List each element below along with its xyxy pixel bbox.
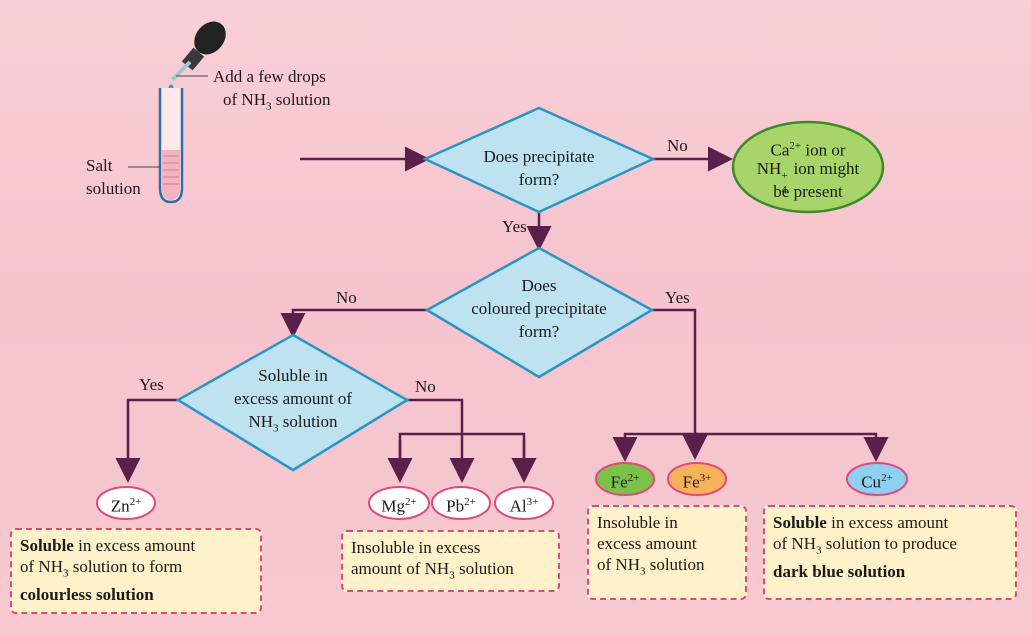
decision3-no-label: No <box>415 377 436 396</box>
decision3-line-2: excess amount of <box>233 389 353 408</box>
decision-soluble-diamond <box>175 333 410 472</box>
mg-pb-al-note-box: Insoluble in excess amount of NH3 soluti… <box>341 530 560 592</box>
al-ion-bubble <box>494 486 554 520</box>
mg-pb-al-note-line-2: amount of NH3 solution <box>351 559 514 582</box>
decision1-no-label: No <box>667 136 688 155</box>
mg-ion-label: Mg2+ <box>381 496 417 516</box>
zn-note-line-1: Soluble in excess amount <box>20 536 196 555</box>
zn-ion-bubble <box>96 486 156 520</box>
fe-note-line-2: excess amount <box>597 534 697 553</box>
decision1-line-2: form? <box>518 170 560 189</box>
fe-note-box: Insoluble in excess amount of NH3 soluti… <box>587 505 747 600</box>
decision3-line-1: Soluble in <box>258 366 328 385</box>
salt-label-line-1: Salt <box>86 156 113 175</box>
decision2-line-1: Does <box>521 276 557 295</box>
cu-ion-label: Cu2+ <box>861 472 893 492</box>
cu-note-line-2: of NH3 solution to produce <box>773 534 957 557</box>
outcome-line-1: Ca2+ ion or <box>770 140 846 160</box>
decision3-yes-label: Yes <box>139 375 164 394</box>
decision2-no-label: No <box>336 288 357 307</box>
zn-note-box: Soluble in excess amount of NH3 solution… <box>10 528 262 614</box>
decision2-yes-label: Yes <box>665 288 690 307</box>
cu-note-box: Soluble in excess amount of NH3 solution… <box>763 505 1017 600</box>
mg-ion-bubble <box>368 486 430 520</box>
fe-note-line-1: Insoluble in <box>597 513 678 532</box>
zn-note-line-3: colourless solution <box>20 585 154 605</box>
outcome-no-precipitate-ellipse <box>731 120 885 214</box>
zn-note-line-2: of NH3 solution to form <box>20 557 183 580</box>
fe3-ion-bubble <box>667 462 727 496</box>
outcome-line-3: be present <box>773 182 843 201</box>
instruction-line-2: of NH3 solution <box>223 90 331 113</box>
zn-ion-label: Zn2+ <box>110 496 142 516</box>
decision-coloured-diamond <box>424 246 655 379</box>
test-tube-icon <box>128 88 184 204</box>
fe2-ion-label: Fe2+ <box>610 472 640 492</box>
mg-pb-al-note-line-1: Insoluble in excess <box>351 538 481 557</box>
pb-ion-bubble <box>431 486 491 520</box>
decision2-line-2: coloured precipitate <box>471 299 607 318</box>
instruction-line-1: Add a few drops <box>213 67 326 86</box>
fe3-ion-label: Fe3+ <box>682 472 712 492</box>
decision3-line-3: NH3 solution <box>248 412 338 435</box>
cu-note-line-1: Soluble in excess amount <box>773 513 949 532</box>
al-ion-label: Al3+ <box>509 496 539 516</box>
cu-note-line-3: dark blue solution <box>773 562 906 582</box>
fe-note-line-3: of NH3 solution <box>597 555 705 578</box>
fe2-ion-bubble <box>595 462 655 496</box>
decision1-yes-label: Yes <box>502 217 527 236</box>
decision-precipitate-diamond <box>421 106 657 214</box>
pb-ion-label: Pb2+ <box>446 496 476 516</box>
connectors <box>115 146 889 483</box>
decision1-line-1: Does precipitate <box>483 147 595 166</box>
outcome-line-2: NH+4 ion might <box>756 159 860 196</box>
salt-label-line-2: solution <box>86 179 141 198</box>
cu-ion-bubble <box>846 462 908 496</box>
decision2-line-3: form? <box>518 322 560 341</box>
